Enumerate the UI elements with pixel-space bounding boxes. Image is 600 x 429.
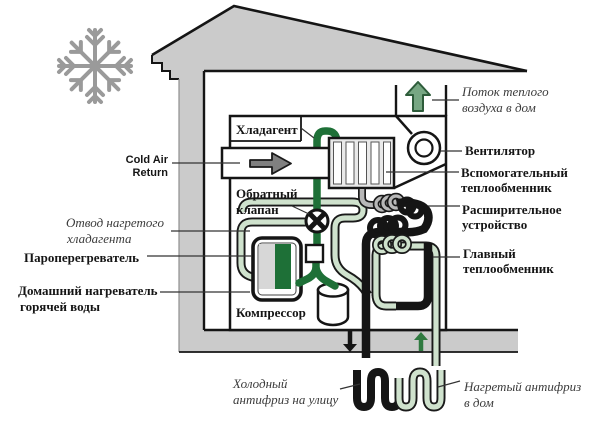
suction-pipe-to-tank: [238, 219, 306, 280]
label-cold-antifreeze-1: Холодный: [232, 376, 288, 391]
label-heated-refrigerant-outlet-1: Отвод нагретого: [66, 215, 164, 230]
label-cold-air-return-1: Cold Air: [126, 154, 169, 166]
label-check-valve-2: клапан: [236, 202, 279, 217]
label-heated-antifreeze-1: Нагретый антифриз: [463, 379, 581, 394]
roof-line: [151, 4, 528, 73]
antifreeze-in-arrow-icon: [414, 332, 428, 351]
check-valve-icon: [304, 208, 330, 234]
label-aux-heat-exchanger-1: Вспомогательный: [461, 165, 568, 180]
warm-air-up-arrow-icon: [405, 81, 431, 112]
label-cold-antifreeze-2: антифриз на улицу: [233, 392, 339, 407]
pointer-check-valve: [291, 205, 310, 215]
label-cold-air-return-2: Return: [133, 167, 169, 179]
compressor-cylinder: [316, 282, 350, 327]
label-fan: Вентилятор: [465, 143, 535, 158]
snowflake-icon: [57, 28, 133, 104]
fan-hub: [414, 138, 434, 158]
main-heat-exchanger: [361, 196, 441, 366]
tank-hot-band: [275, 244, 291, 289]
ground-coil-cold: [353, 368, 403, 411]
antifreeze-out-arrow-icon: [343, 331, 357, 352]
superheater-tank: [251, 236, 303, 302]
label-superheater: Пароперегреватель: [24, 250, 139, 265]
label-expansion-device-1: Расширительное: [462, 202, 562, 217]
label-compressor: Компрессор: [236, 305, 306, 320]
label-expansion-device-2: устройство: [462, 217, 527, 232]
label-heated-refrigerant-outlet-2: хладагента: [66, 231, 132, 246]
pointer-refrigerant: [300, 127, 315, 139]
label-heated-antifreeze-2: в дом: [464, 395, 494, 410]
house-structure: [152, 6, 527, 352]
label-refrigerant: Хладагент: [236, 122, 298, 137]
expansion-device-assembly: [358, 189, 406, 214]
label-water-heater-2: горячей воды: [20, 299, 100, 314]
pointer-cold-antifreeze: [339, 383, 361, 390]
expansion-coil-icon: [372, 192, 406, 214]
tank-water-band: [259, 244, 275, 289]
duct-flow-arrow-icon: [249, 152, 292, 175]
fan-assembly: [393, 115, 447, 190]
ground-coil-warm: [394, 367, 446, 412]
label-main-heat-exchanger-2: теплообменник: [463, 261, 554, 276]
label-water-heater-1: Домашний нагреватель: [18, 283, 158, 298]
label-aux-heat-exchanger-2: теплообменник: [461, 180, 552, 195]
label-warm-air-flow-2: воздуха в дом: [462, 100, 536, 115]
label-check-valve-1: Обратный: [236, 186, 298, 201]
eave-steps: [151, 55, 179, 80]
label-warm-air-flow-1: Поток теплого: [461, 84, 549, 99]
aux-heat-exchanger-coil: [327, 136, 396, 190]
pointer-heated-antifreeze: [437, 380, 461, 388]
hx-green-coil-knots: [372, 234, 412, 255]
dark-green-refrigerant-pipe: [295, 127, 341, 290]
service-valve-square: [304, 243, 325, 264]
label-main-heat-exchanger-1: Главный: [463, 246, 516, 261]
